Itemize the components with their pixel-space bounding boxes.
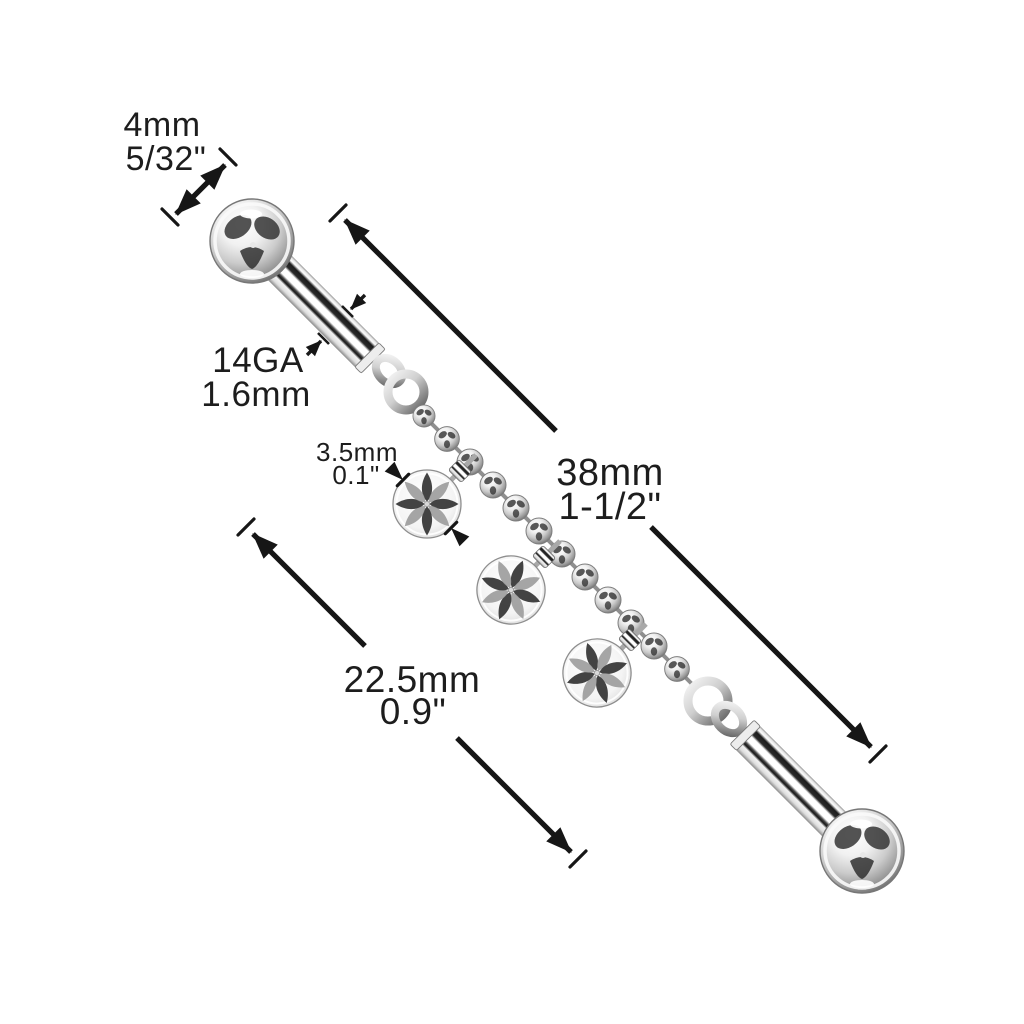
jump-ring-top-1 [371,353,407,389]
bottom-ball [818,807,906,895]
dimension-tick [443,520,459,536]
bar-length-imperial-label: 1-1/2" [558,486,661,528]
charm-size-imperial-label: 0.1" [332,460,379,490]
arrow-down-right-icon [649,525,873,749]
dangle-drop-metric-label: 22.5mm [344,659,481,700]
chain-bead [412,404,436,428]
industrial-barbell [208,197,906,895]
bar-length-metric-label: 38mm [556,452,664,494]
arrow-down-right-icon [455,736,573,854]
dimension-tick [568,849,588,869]
dimension-tick [395,472,411,488]
gauge-edge-tick [341,305,354,318]
bar-length-dimension [328,203,888,764]
dimension-tick [160,207,180,227]
chain-bead [664,656,690,682]
ball-size-imperial-label: 5/32" [126,140,207,178]
jump-ring-top-2 [383,369,429,415]
arrow-up-left-icon [343,218,558,433]
ball-size-metric-label: 4mm [123,106,200,144]
dimension-tick [328,203,348,223]
arrow-down-left-icon [349,293,367,311]
top-ball [208,197,296,285]
triangle-pointer-icon [451,528,470,547]
dimension-tick [218,147,238,167]
arrow-up-right-icon [305,339,323,357]
gauge-metric-label: 1.6mm [201,375,310,414]
double-arrow-icon [174,163,227,216]
charm-size-metric-label: 3.5mm [316,437,398,467]
dimension-labels: 4mm 5/32" 14GA 1.6mm 3.5mm 0.1" 38mm 1-1… [123,106,663,732]
chain-bead [479,471,507,499]
dimension-tick [236,517,256,537]
chain-bead [434,426,460,452]
gauge-edge-tick [317,332,330,345]
dangle-drop-imperial-label: 0.9" [380,691,447,732]
dimension-graphics [160,147,888,869]
chain-bead [525,517,553,545]
top-bar-shaft [260,248,386,374]
chain-bead [502,494,530,522]
jump-ring-bottom-1 [683,676,733,726]
triangle-pointer-icon [384,461,403,480]
chain-bead [594,586,622,614]
dangle-drop-dimension [236,517,588,869]
jump-ring-bottom-2 [710,700,748,738]
ball-size-dimension [160,147,238,227]
chain-bead [571,563,599,591]
chain-bead [640,632,668,660]
arrow-up-left-icon [251,532,367,648]
charm-size-dimension [384,461,470,547]
bottom-bar-endcap [730,720,761,751]
dimension-tick [868,744,888,764]
gauge-dimension [305,293,367,357]
gauge-label: 14GA [212,341,304,380]
